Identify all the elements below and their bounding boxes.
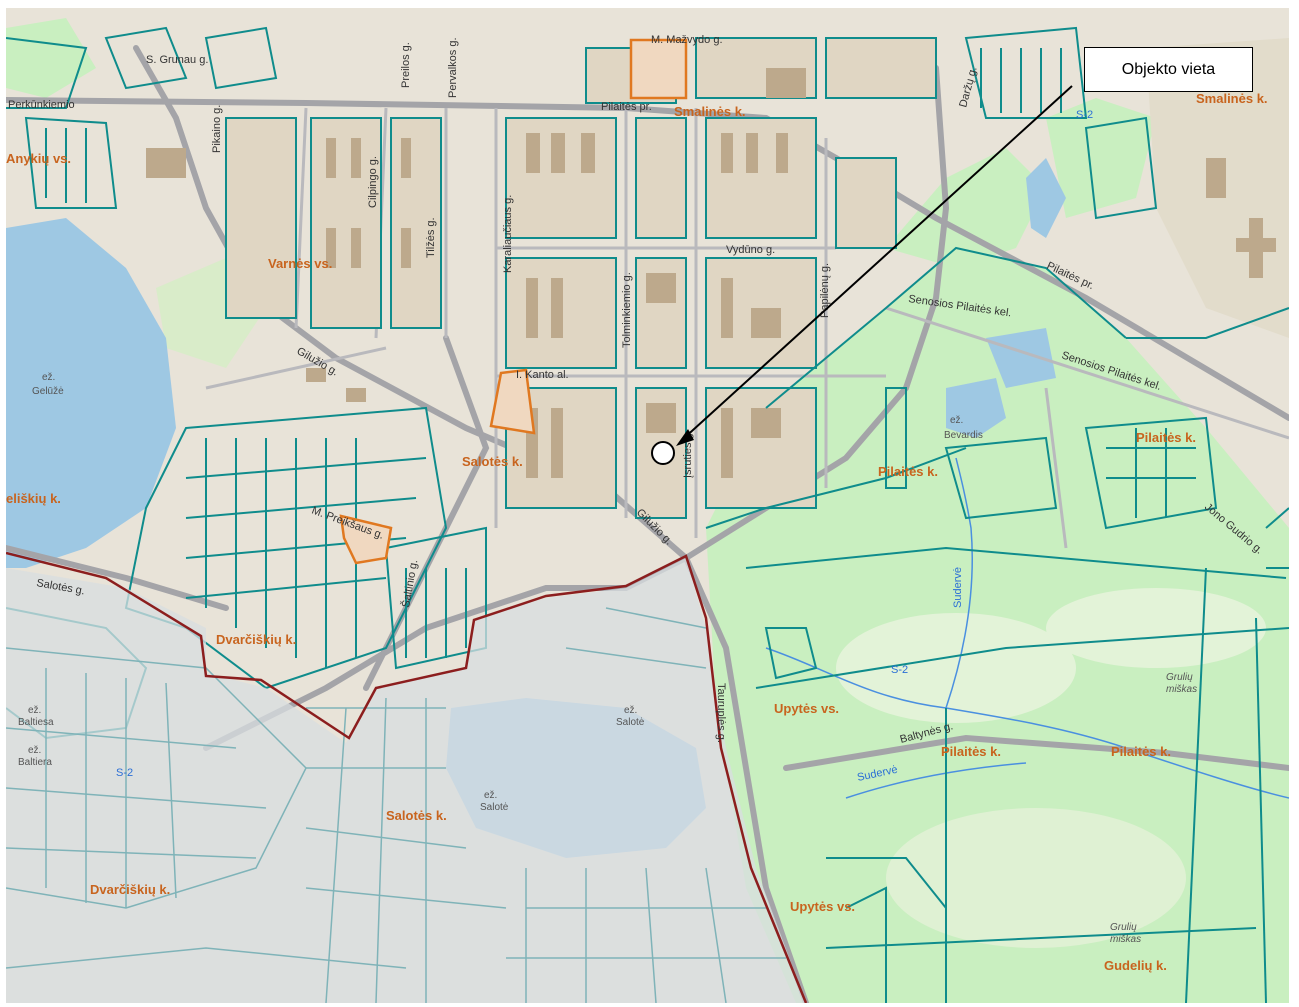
orange-parcels xyxy=(339,38,688,565)
lake-prefix-baltiesa: ež. xyxy=(28,705,41,716)
lake-prefix-bevardis: ež. xyxy=(950,415,963,426)
river-s2 xyxy=(765,647,1289,799)
street-label-pilaites-pr: Pilaitės pr. xyxy=(601,101,652,113)
lake-prefix-baltiera: ež. xyxy=(28,745,41,756)
river-label-s2-c: S-2 xyxy=(116,767,133,779)
callout-label: Objekto vieta xyxy=(1121,60,1216,78)
village-label-smalines-2: Smalinės k. xyxy=(1196,91,1268,106)
lake-prefix-geluze: ež. xyxy=(42,372,55,383)
street-label-karaliauciaus: Karaliaučiaus g. xyxy=(502,195,514,273)
lake-label-salote-2: Salotė xyxy=(480,802,509,813)
secondary-roads xyxy=(205,107,1289,549)
map[interactable]: M. Mažvydo g. Pilaitės pr. Pilaitės pr. … xyxy=(6,8,1289,1003)
village-label-pilaites-3: Pilaitės k. xyxy=(941,744,1001,759)
street-label-grunau: S. Grunau g. xyxy=(146,54,208,66)
river-label-suderve-1: Sudervė xyxy=(952,567,964,608)
forest-area-northeast xyxy=(1046,98,1156,218)
lake-label-baltiera: Baltiera xyxy=(18,757,52,768)
street-label-tilzes: Tilžės g. xyxy=(425,217,437,258)
outside-parcel-lines xyxy=(6,607,786,1003)
lake-geluze xyxy=(6,218,176,568)
village-label-pilaites-4: Pilaitės k. xyxy=(1111,744,1171,759)
river-suderve xyxy=(945,457,973,709)
street-label-taurupes: Tauruplės g. xyxy=(715,683,727,743)
forest-area-northwest xyxy=(6,18,96,98)
village-label-upytes-1: Upytės vs. xyxy=(774,701,839,716)
river-label-s2-b: S-2 xyxy=(1076,109,1093,121)
village-label-upytes-2: Upytės vs. xyxy=(790,899,855,914)
street-label-m-mazvydo: M. Mažvydo g. xyxy=(651,34,723,46)
street-label-cilpingo: Cilpingo g. xyxy=(367,156,379,208)
forest-label-gruliu-1: Grulių xyxy=(1166,672,1193,683)
village-label-dvarciskiu-2: Dvarčiškių k. xyxy=(90,882,170,897)
village-label-anykiu: Anykių vs. xyxy=(6,151,71,166)
city-boundary xyxy=(6,551,808,1003)
village-label-pilaites-1: Pilaitės k. xyxy=(878,464,938,479)
pond-northeast xyxy=(1026,158,1066,238)
village-label-smalines-1: Smalinės k. xyxy=(674,104,746,119)
village-label-salotes-1: Salotės k. xyxy=(462,454,523,469)
pond-east xyxy=(986,328,1056,388)
parcel-lines xyxy=(6,26,1289,1003)
street-label-pikaino: Pikaino g. xyxy=(211,105,223,153)
map-canvas[interactable]: M. Mažvydo g. Pilaitės pr. Pilaitės pr. … xyxy=(6,8,1289,1003)
street-label-perkunkiemio: Perkūnkiemio xyxy=(8,99,75,111)
street-label-kanto: I. Kanto al. xyxy=(516,369,569,381)
meadow-2 xyxy=(1046,588,1266,668)
street-label-vyduno: Vydūno g. xyxy=(726,244,775,256)
lake-label-salote-1: Salotė xyxy=(616,717,645,728)
village-label-pilaites-2: Pilaitės k. xyxy=(1136,430,1196,445)
lake-bevardis xyxy=(946,378,1006,438)
village-label-dvarciskiu-1: Dvarčiškių k. xyxy=(216,632,296,647)
lake-prefix-salote-2: ež. xyxy=(484,790,497,801)
village-label-gudeliu: Gudelių k. xyxy=(1104,958,1167,973)
street-label-tolminkiemio: Tolminkiemio g. xyxy=(621,272,633,348)
object-location-callout: Objekto vieta xyxy=(1084,47,1253,92)
village-label-varnes: Varnės vs. xyxy=(268,256,332,271)
meadow-1 xyxy=(836,613,1076,723)
forest-label-gruliu-1-miskas: miškas xyxy=(1166,684,1197,695)
lake-label-geluze: Gelūžė xyxy=(32,386,64,397)
street-label-pervalkos: Pervalkos g. xyxy=(447,37,459,98)
street-label-papilenu: Papilėnų g. xyxy=(819,263,831,318)
forest-label-gruliu-2: Grulių xyxy=(1110,922,1137,933)
callout-arrowhead xyxy=(676,429,694,446)
object-location-marker[interactable] xyxy=(651,441,675,465)
river-label-s2-a: S-2 xyxy=(891,664,908,676)
callout-pointer-line xyxy=(681,85,1073,441)
forest-label-gruliu-2-miskas: miškas xyxy=(1110,934,1141,945)
forest-area-north xyxy=(886,148,1046,268)
meadow-3 xyxy=(886,808,1186,948)
lake-label-baltiesa: Baltiesa xyxy=(18,717,54,728)
street-label-preilos: Preilos g. xyxy=(400,42,412,88)
village-label-salotes-2: Salotės k. xyxy=(386,808,447,823)
lake-prefix-salote-1: ež. xyxy=(624,705,637,716)
village-label-geliskiu: eliškių k. xyxy=(6,491,61,506)
river-suderve-lower xyxy=(845,762,1027,799)
lake-label-bevardis: Bevardis xyxy=(944,430,983,441)
